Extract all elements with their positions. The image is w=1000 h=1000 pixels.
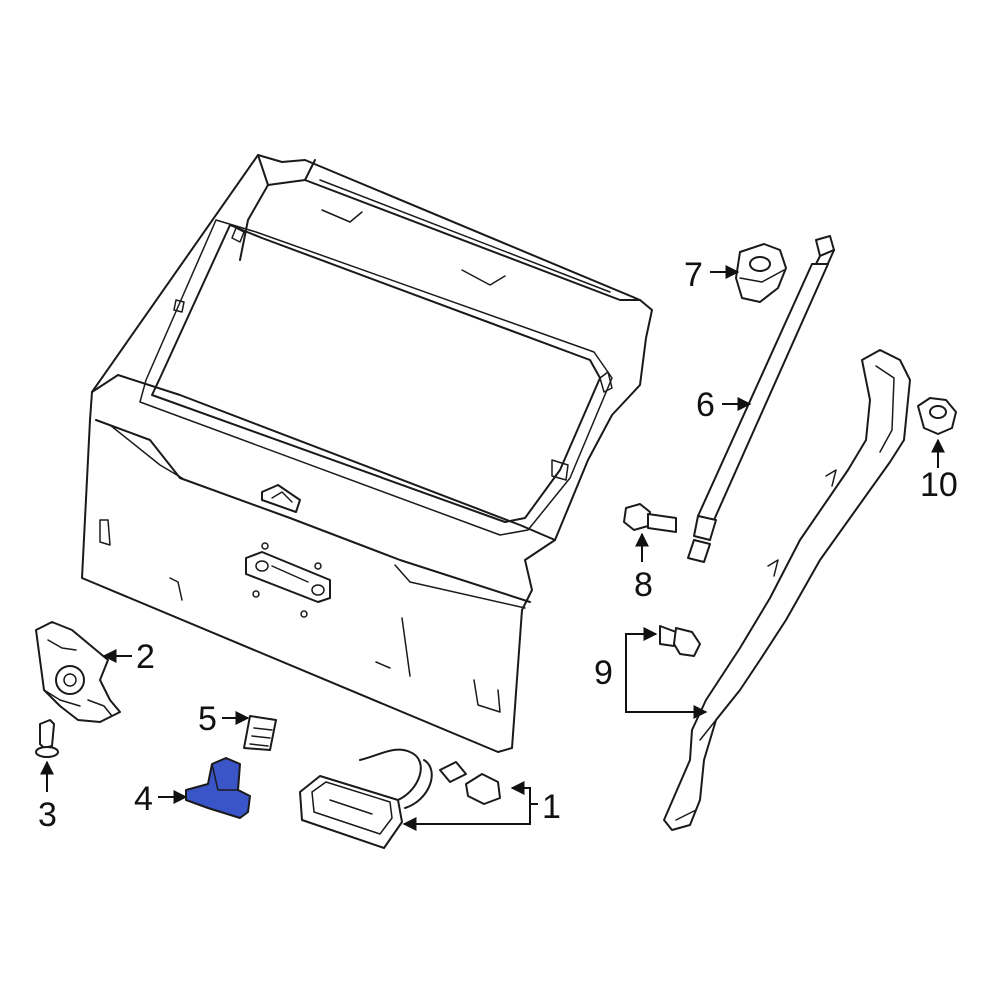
- callout-8: 8: [634, 566, 653, 604]
- leader-lines: [40, 265, 945, 831]
- callout-10: 10: [920, 466, 958, 504]
- part-2-latch-actuator: [35, 621, 121, 723]
- callout-3: 3: [38, 796, 57, 834]
- callout-labels: 1 2 3 4 5 6 7 8 9 10: [38, 256, 958, 834]
- callout-6: 6: [696, 386, 715, 424]
- part-3-bolt: [35, 719, 59, 758]
- callout-4: 4: [134, 780, 153, 818]
- part-7-stopper: [735, 243, 787, 303]
- part-10-clip: [917, 397, 957, 435]
- side-garnish-trim: [663, 349, 911, 831]
- part-4-bracket-highlighted: [185, 757, 251, 819]
- callout-1: 1: [542, 788, 561, 826]
- callout-9: 9: [594, 654, 613, 692]
- part-8-bolt: [623, 503, 677, 533]
- part-5-clip: [243, 715, 277, 751]
- part-9-bolt: [659, 625, 701, 657]
- part-1-switch-assembly: [299, 748, 501, 849]
- part-6-gas-strut: [687, 235, 835, 563]
- callout-5: 5: [198, 700, 217, 738]
- callout-7: 7: [684, 256, 703, 294]
- liftgate-panel: [81, 154, 653, 753]
- callout-2: 2: [136, 638, 155, 676]
